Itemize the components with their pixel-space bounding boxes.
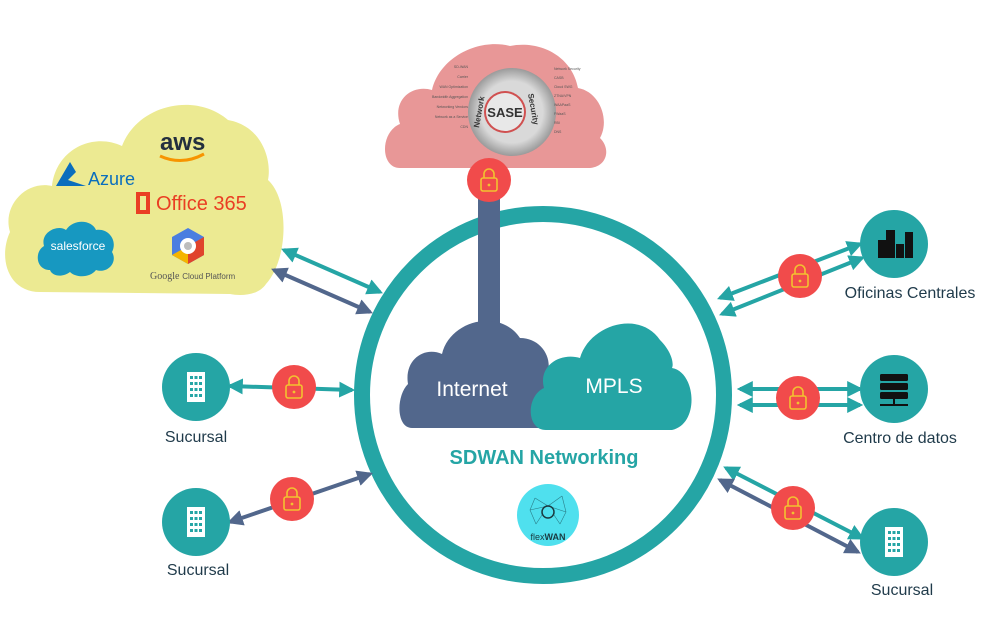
branch-left-top-label: Sucursal	[165, 429, 227, 446]
office365-logo: Office 365	[156, 193, 247, 215]
lock-badge	[771, 486, 815, 530]
sase-network-item: SD-WAN	[454, 65, 469, 69]
branch-left-bottom-node	[162, 488, 230, 556]
headquarters-label: Oficinas Centrales	[845, 285, 976, 302]
lock-icon	[480, 168, 498, 192]
sase-internet-link-over	[478, 195, 500, 335]
lock-icon	[283, 487, 301, 511]
branch-right-node	[860, 508, 928, 576]
gcp-icon	[172, 228, 204, 264]
internet-cloud-shape	[399, 320, 564, 428]
salesforce-cloud-icon	[37, 221, 114, 277]
sase-network-item: Networking Vendors	[437, 105, 469, 109]
salesforce-logo: salesforce	[51, 239, 106, 253]
branch-left-bottom-label: Sucursal	[167, 562, 229, 579]
headquarters-node	[860, 210, 928, 278]
sase-title: SASE	[487, 105, 523, 120]
sase-security-item: Network Security	[554, 67, 581, 71]
lock-icon	[791, 264, 809, 288]
mpls-cloud: MPLS	[530, 323, 692, 430]
mpls-cloud-shape	[530, 323, 692, 430]
office-building-icon	[885, 527, 903, 557]
flexwan-badge: flexWAN	[517, 484, 579, 546]
lock-icon	[789, 386, 807, 410]
sase-core	[486, 93, 524, 131]
mpls-label: MPLS	[585, 375, 642, 398]
office-building-icon	[187, 507, 205, 537]
sase-network-item: CDN	[460, 125, 468, 129]
city-buildings-icon	[878, 230, 913, 258]
branch-left-top-node	[162, 353, 230, 421]
datacenter-label: Centro de datos	[843, 430, 957, 447]
saas-link-teal	[281, 247, 383, 295]
sase-security-item: ZTNA/VPN	[554, 94, 572, 98]
flexwan-logo: flexWAN	[530, 532, 565, 542]
sase-security-item: WAAPaaS	[554, 103, 571, 107]
saas-link-slate	[271, 267, 373, 315]
sase-security-item: CASB	[554, 76, 564, 80]
server-rack-icon	[880, 374, 908, 406]
internet-cloud: Internet	[399, 320, 564, 428]
flexwan-lock-icon	[541, 505, 555, 519]
sase-network-item: Carrier	[457, 75, 469, 79]
office-icon-inner	[140, 196, 146, 210]
sdwan-title: SDWAN Networking	[450, 447, 639, 469]
gcp-label: Google Cloud Platform	[150, 271, 235, 282]
lock-icon	[285, 375, 303, 399]
sase-security-item: Cloud SWG	[554, 85, 573, 89]
sase-network-item: Network as a Service	[435, 115, 468, 119]
internet-label: Internet	[436, 378, 507, 401]
office-building-icon	[187, 372, 205, 402]
azure-icon	[56, 162, 86, 186]
sase-security-item: DNS	[554, 130, 562, 134]
azure-logo: Azure	[88, 169, 135, 189]
branch-right-label: Sucursal	[871, 582, 933, 599]
lock-badge	[467, 158, 511, 202]
lock-badge	[270, 477, 314, 521]
lock-icon	[784, 496, 802, 520]
datacenter-node	[860, 355, 928, 423]
lock-badge	[778, 254, 822, 298]
lock-badge	[272, 365, 316, 409]
sase-network-item: Bandwidth Aggregation	[432, 95, 468, 99]
aws-smile-icon	[159, 152, 205, 162]
lock-badge	[776, 376, 820, 420]
sase-network-item: WAN Optimization	[440, 85, 469, 89]
aws-logo: aws	[160, 129, 205, 156]
saas-cloud: aws Azure Office 365 salesforce Google C…	[5, 104, 284, 295]
sase-security-item: RBI	[554, 121, 560, 125]
sase-security-item: FWaaS	[554, 112, 566, 116]
